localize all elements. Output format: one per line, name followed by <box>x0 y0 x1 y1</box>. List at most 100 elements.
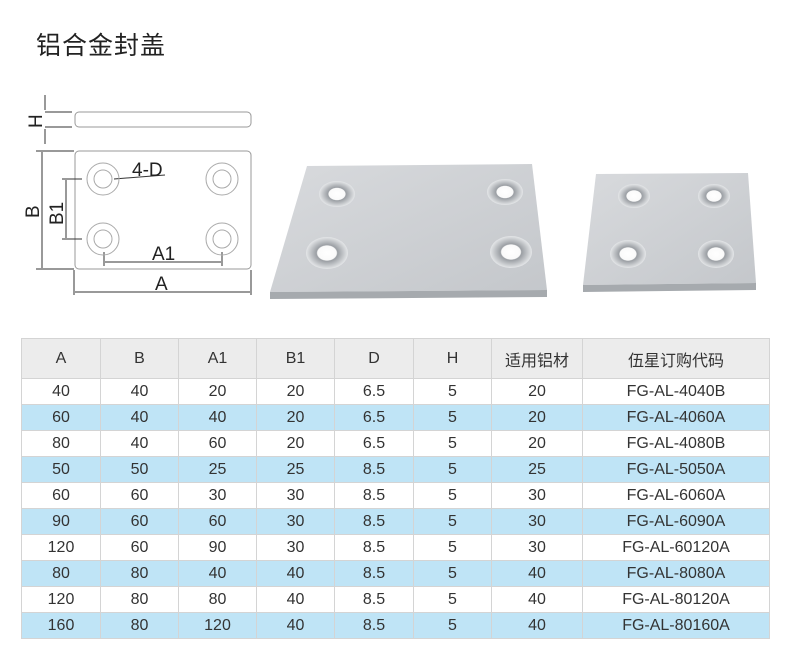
table-cell: 8.5 <box>334 586 414 613</box>
table-cell: FG-AL-4040B <box>582 378 770 405</box>
table-cell: 20 <box>256 378 335 405</box>
column-header: D <box>334 338 414 379</box>
table-cell: 5 <box>413 482 492 509</box>
product-photo-large-plate <box>270 164 547 299</box>
table-cell: 30 <box>256 534 335 561</box>
dimension-drawing: H B B1 4-D A1 A <box>23 95 252 295</box>
table-cell: 60 <box>178 430 257 457</box>
table-cell: 50 <box>100 456 179 483</box>
table-cell: 8.5 <box>334 508 414 535</box>
table-cell: 30 <box>256 482 335 509</box>
table-cell: 90 <box>21 508 101 535</box>
column-header: 伍星订购代码 <box>582 338 770 379</box>
table-cell: 60 <box>21 404 101 431</box>
table-cell: 40 <box>100 378 179 405</box>
table-cell: 25 <box>491 456 583 483</box>
table-cell: 5 <box>413 378 492 405</box>
table-cell: 60 <box>100 508 179 535</box>
table-cell: 120 <box>21 534 101 561</box>
table-cell: 40 <box>178 560 257 587</box>
table-cell: FG-AL-5050A <box>582 456 770 483</box>
table-cell: 6.5 <box>334 404 414 431</box>
table-cell: 40 <box>100 404 179 431</box>
table-cell: 8.5 <box>334 456 414 483</box>
label-a1: A1 <box>152 244 175 265</box>
table-cell: 80 <box>178 586 257 613</box>
table-cell: 120 <box>178 612 257 639</box>
table-cell: FG-AL-80120A <box>582 586 770 613</box>
label-d: 4-D <box>132 160 163 181</box>
table-cell: 5 <box>413 456 492 483</box>
table-cell: 80 <box>100 560 179 587</box>
page-title: 铝合金封盖 <box>36 31 167 60</box>
table-cell: FG-AL-6090A <box>582 508 770 535</box>
table-cell: 40 <box>491 612 583 639</box>
column-header: B <box>100 338 179 379</box>
table-cell: FG-AL-60120A <box>582 534 770 561</box>
table-cell: FG-AL-4060A <box>582 404 770 431</box>
table-cell: FG-AL-8080A <box>582 560 770 587</box>
table-cell: 80 <box>21 430 101 457</box>
table-cell: 30 <box>491 534 583 561</box>
column-header: B1 <box>256 338 335 379</box>
table-cell: 160 <box>21 612 101 639</box>
table-cell: 25 <box>256 456 335 483</box>
table-cell: 80 <box>100 612 179 639</box>
table-cell: 40 <box>100 430 179 457</box>
table-cell: 40 <box>256 560 335 587</box>
column-header: 适用铝材 <box>491 338 583 379</box>
table-cell: 8.5 <box>334 482 414 509</box>
table-cell: 6.5 <box>334 430 414 457</box>
table-cell: 8.5 <box>334 534 414 561</box>
label-b: B <box>23 205 44 218</box>
table-cell: 40 <box>178 404 257 431</box>
table-cell: 5 <box>413 508 492 535</box>
table-cell: 40 <box>491 586 583 613</box>
table-cell: 20 <box>256 404 335 431</box>
table-cell: 30 <box>256 508 335 535</box>
table-cell: 60 <box>21 482 101 509</box>
table-cell: 20 <box>256 430 335 457</box>
table-cell: FG-AL-6060A <box>582 482 770 509</box>
table-cell: 5 <box>413 586 492 613</box>
table-cell: 5 <box>413 430 492 457</box>
table-cell: 80 <box>100 586 179 613</box>
table-cell: 8.5 <box>334 560 414 587</box>
table-cell: FG-AL-4080B <box>582 430 770 457</box>
column-header: A <box>21 338 101 379</box>
table-cell: 5 <box>413 560 492 587</box>
table-cell: 60 <box>100 534 179 561</box>
table-cell: 20 <box>178 378 257 405</box>
table-cell: 6.5 <box>334 378 414 405</box>
table-cell: 80 <box>21 560 101 587</box>
table-cell: 40 <box>491 560 583 587</box>
table-cell: 20 <box>491 404 583 431</box>
label-a: A <box>155 274 168 295</box>
label-h: H <box>26 114 47 128</box>
table-cell: 90 <box>178 534 257 561</box>
table-cell: 40 <box>256 586 335 613</box>
table-cell: 60 <box>178 508 257 535</box>
table-cell: FG-AL-80160A <box>582 612 770 639</box>
table-cell: 30 <box>491 508 583 535</box>
table-cell: 30 <box>491 482 583 509</box>
table-cell: 40 <box>21 378 101 405</box>
table-cell: 50 <box>21 456 101 483</box>
table-cell: 20 <box>491 378 583 405</box>
table-cell: 8.5 <box>334 612 414 639</box>
table-cell: 120 <box>21 586 101 613</box>
table-cell: 60 <box>100 482 179 509</box>
table-cell: 40 <box>256 612 335 639</box>
column-header: A1 <box>178 338 257 379</box>
column-header: H <box>413 338 492 379</box>
table-cell: 5 <box>413 612 492 639</box>
